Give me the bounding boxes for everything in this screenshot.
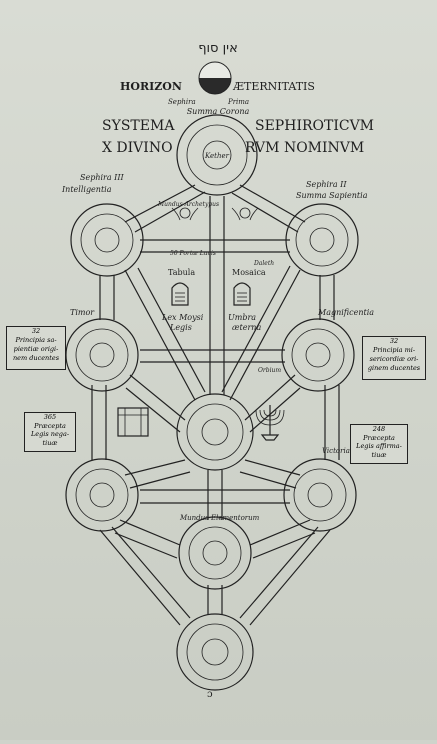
mundus-archetypus-text: Mundus Archetypus bbox=[157, 201, 219, 208]
side-box-left-upper: 32 Principia sa- pientiæ origi- nem duce… bbox=[6, 326, 66, 370]
sephira-malkuth bbox=[176, 613, 254, 691]
box-line: nem ducentes bbox=[12, 354, 60, 362]
gevurah-label: Timor bbox=[70, 308, 95, 317]
box-number: 32 bbox=[31, 327, 41, 335]
box-number: 32 bbox=[389, 337, 399, 345]
dalet-text: Daleth bbox=[253, 260, 274, 267]
horizon-sun-icon bbox=[198, 61, 232, 95]
box-line: pientiæ origi- bbox=[13, 345, 59, 353]
sephira-prima-1: Sephira bbox=[168, 98, 196, 106]
sephira-chesed bbox=[281, 318, 355, 392]
tabula-text: Tabula bbox=[168, 268, 195, 277]
keter-name: Kether bbox=[204, 152, 230, 160]
umbra-text: Umbra bbox=[228, 313, 256, 322]
orbium-text: Orbium bbox=[258, 367, 281, 374]
sephira-tiferet bbox=[176, 393, 254, 471]
mundus-elementorum-text: Mundus Elementorum bbox=[179, 514, 260, 522]
porta-lucis-text: 50 Portæ Lucis bbox=[170, 250, 216, 257]
box-line: Principia mi- bbox=[372, 346, 416, 354]
sephira-hod bbox=[65, 458, 139, 532]
chokmah-label-1: Sephira II bbox=[306, 180, 347, 189]
horizon-right-text: ÆTERNITATIS bbox=[232, 80, 315, 93]
binah-label-1: Sephira III bbox=[80, 173, 125, 182]
box-line: Præcepta bbox=[34, 421, 66, 430]
horizon-left-text: HORIZON bbox=[120, 80, 182, 93]
summa-corona-text: Summa Corona bbox=[187, 107, 250, 116]
box-line: tiuæ bbox=[371, 450, 387, 459]
sephira-chokmah bbox=[285, 203, 359, 277]
box-line: tiuæ bbox=[42, 438, 58, 447]
box-number: 248 bbox=[372, 425, 386, 433]
sephira-gevurah bbox=[65, 318, 139, 392]
sephira-prima-2: Prima bbox=[227, 98, 249, 106]
systema-title: SYSTEMA bbox=[102, 118, 175, 134]
tree-channels bbox=[91, 184, 340, 626]
box-line: Principia sa- bbox=[15, 336, 57, 344]
netzach-label: Victoria bbox=[322, 447, 350, 455]
box-line: ginem ducentes bbox=[367, 364, 421, 372]
law-tablets-icon bbox=[171, 282, 251, 306]
x-divino-title: X DIVINO bbox=[102, 140, 173, 156]
chesed-label: Magnificentia bbox=[317, 308, 374, 317]
rum-nominum-title: RVM NOMINVM bbox=[245, 140, 364, 156]
ark-altar-icon bbox=[117, 407, 149, 437]
cherub-left-icon bbox=[171, 207, 199, 221]
sephira-netzach bbox=[283, 458, 357, 532]
sephira-binah bbox=[70, 203, 144, 277]
aeterna-text: æterna bbox=[232, 323, 261, 332]
legis-text: Legis bbox=[169, 323, 192, 332]
box-number: 365 bbox=[43, 413, 57, 421]
box-line: Legis affirma- bbox=[356, 442, 402, 450]
side-box-left-lower: 365 Præcepta Legis nega- tiuæ bbox=[24, 412, 76, 452]
lex-moysi-text: Lex Moysi bbox=[161, 313, 204, 322]
chokmah-label-2: Summa Sapientia bbox=[296, 191, 368, 200]
cherub-right-icon bbox=[231, 207, 259, 221]
hebrew-ein-sof: אין סוף bbox=[198, 41, 238, 56]
sephira-yesod bbox=[178, 516, 252, 590]
sephiroticum-title: SEPHIROTICVM bbox=[255, 118, 374, 134]
mosaica-text: Mosaica bbox=[232, 268, 266, 277]
footer-mark: ɔ bbox=[207, 689, 213, 700]
box-line: sericordiæ ori- bbox=[369, 355, 419, 363]
box-line: Præcepta bbox=[363, 433, 395, 442]
side-box-right-upper: 32 Principia mi- sericordiæ ori- ginem d… bbox=[362, 336, 426, 380]
binah-label-2: Intelligentia bbox=[61, 185, 112, 194]
box-line: Legis nega- bbox=[30, 430, 70, 438]
side-box-right-lower: 248 Præcepta Legis affirma- tiuæ bbox=[350, 424, 408, 464]
menorah-icon bbox=[255, 405, 285, 441]
sephira-keter: Kether bbox=[176, 114, 258, 196]
